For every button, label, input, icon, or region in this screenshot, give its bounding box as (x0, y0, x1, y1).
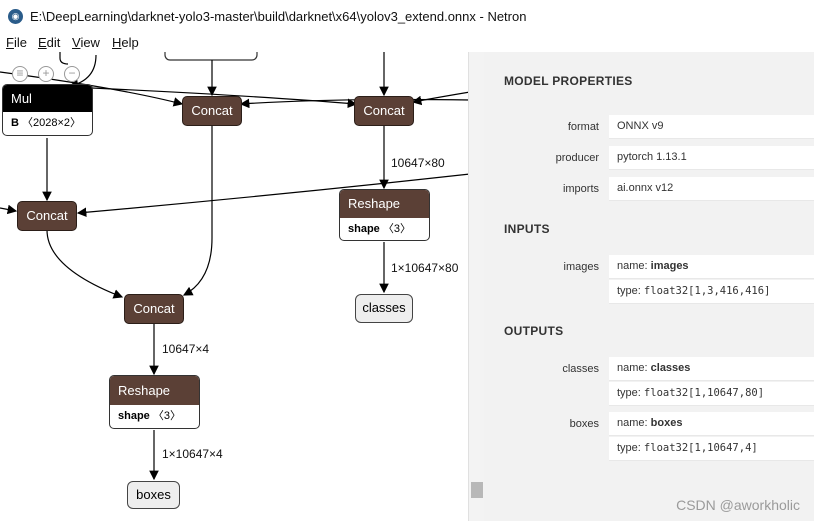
node-concat-4[interactable]: Concat (124, 294, 184, 324)
node-reshape-1-attr: shape 〈3〉 (340, 218, 429, 240)
input-type: float32[1,3,416,416] (643, 285, 771, 297)
output-name: boxes (650, 417, 683, 429)
menu-view[interactable]: View (72, 35, 100, 50)
output-type-classes[interactable]: type: float32[1,10647,80] (609, 382, 814, 406)
prop-label-producer: producer (555, 152, 599, 164)
edge-label: 10647×80 (391, 156, 445, 170)
outputs-title: OUTPUTS (504, 324, 564, 338)
output-node-classes[interactable]: classes (355, 294, 413, 323)
node-reshape-1-title: Reshape (340, 190, 429, 218)
attr-name: shape (348, 223, 380, 235)
output-label-boxes: boxes (569, 418, 599, 430)
input-name: images (650, 260, 689, 272)
node-reshape-2-title: Reshape (110, 376, 199, 405)
output-node-boxes[interactable]: boxes (127, 481, 180, 509)
node-concat-3[interactable]: Concat (17, 201, 77, 231)
attr-name: B (11, 117, 19, 129)
node-reshape-2[interactable]: Reshape shape 〈3〉 (109, 375, 200, 429)
output-type: float32[1,10647,4] (643, 442, 758, 454)
prop-value-format[interactable]: ONNX v9 (609, 115, 814, 139)
name-prefix: name: (617, 260, 648, 272)
prop-value-producer[interactable]: pytorch 1.13.1 (609, 146, 814, 170)
menu-help[interactable]: Help (112, 35, 139, 50)
menu-edit[interactable]: Edit (38, 35, 61, 50)
type-prefix: type: (617, 387, 641, 399)
output-label-classes: classes (562, 363, 599, 375)
prop-value-imports[interactable]: ai.onnx v12 (609, 177, 814, 201)
output-type: float32[1,10647,80] (643, 387, 765, 399)
edge-label: 10647×4 (162, 342, 210, 356)
model-properties-sidebar: MODEL PROPERTIES format ONNX v9 producer… (484, 52, 814, 521)
name-prefix: name: (617, 362, 648, 374)
output-name: classes (650, 362, 691, 374)
zoom-out-icon[interactable]: − (64, 66, 80, 82)
type-prefix: type: (617, 442, 641, 454)
node-reshape-1[interactable]: Reshape shape 〈3〉 (339, 189, 430, 241)
input-type-images[interactable]: type: float32[1,3,416,416] (609, 280, 814, 304)
menu-file[interactable]: File (6, 35, 27, 50)
type-prefix: type: (617, 285, 641, 297)
attr-value: 〈3〉 (152, 410, 181, 422)
scrollbar-thumb[interactable] (471, 482, 483, 498)
zoom-in-icon[interactable]: + (38, 66, 54, 82)
model-properties-title: MODEL PROPERTIES (504, 74, 633, 88)
node-mul-title: Mul (3, 85, 92, 112)
prop-label-imports: imports (562, 183, 599, 195)
window-title: E:\DeepLearning\darknet-yolo3-master\bui… (30, 9, 527, 24)
netron-app-icon: ◉ (8, 9, 23, 24)
attr-value: 〈2028×2〉 (22, 117, 82, 129)
inputs-title: INPUTS (504, 222, 550, 236)
prop-label-format: format (567, 121, 599, 133)
graph-edges (0, 52, 470, 481)
menu-bar: File Edit View Help (0, 33, 470, 53)
edge-label: 1×10647×4 (162, 447, 223, 461)
edge-label: 1×10647×80 (391, 261, 459, 275)
node-concat-1[interactable]: Concat (182, 96, 242, 126)
title-bar: ◉ E:\DeepLearning\darknet-yolo3-master\b… (0, 0, 814, 33)
menu-toggle-icon[interactable]: ≡ (12, 66, 28, 82)
node-concat-2[interactable]: Concat (354, 96, 414, 126)
input-label-images: images (563, 261, 599, 273)
input-name-images[interactable]: name: images (609, 255, 814, 279)
node-mul[interactable]: Mul B 〈2028×2〉 (2, 84, 93, 136)
output-name-boxes[interactable]: name: boxes (609, 412, 814, 436)
node-mul-attr: B 〈2028×2〉 (3, 112, 92, 134)
node-reshape-2-attr: shape 〈3〉 (110, 405, 199, 428)
name-prefix: name: (617, 417, 648, 429)
sidebar-scrollbar[interactable] (468, 52, 484, 521)
attr-value: 〈3〉 (382, 223, 411, 235)
output-type-boxes[interactable]: type: float32[1,10647,4] (609, 437, 814, 461)
csdn-watermark: CSDN @aworkholic (676, 497, 800, 513)
output-name-classes[interactable]: name: classes (609, 357, 814, 381)
graph-canvas[interactable]: ≡ + − Mul B 〈2028×2〉 Concat Concat Conca… (0, 52, 470, 521)
attr-name: shape (118, 410, 150, 422)
